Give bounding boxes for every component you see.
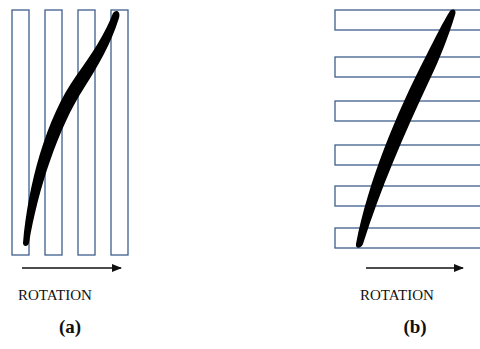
blade-section [23, 11, 119, 246]
rotation-label: ROTATION [360, 287, 434, 304]
panel-caption: (a) [59, 316, 81, 338]
rotation-arrow [366, 267, 463, 268]
vertical-strips [12, 10, 128, 255]
rotation-label: ROTATION [18, 287, 92, 304]
rotation-arrow [22, 267, 121, 268]
panel-caption: (b) [403, 316, 426, 338]
blade-section [356, 10, 456, 248]
horizontal-strips [335, 10, 480, 248]
